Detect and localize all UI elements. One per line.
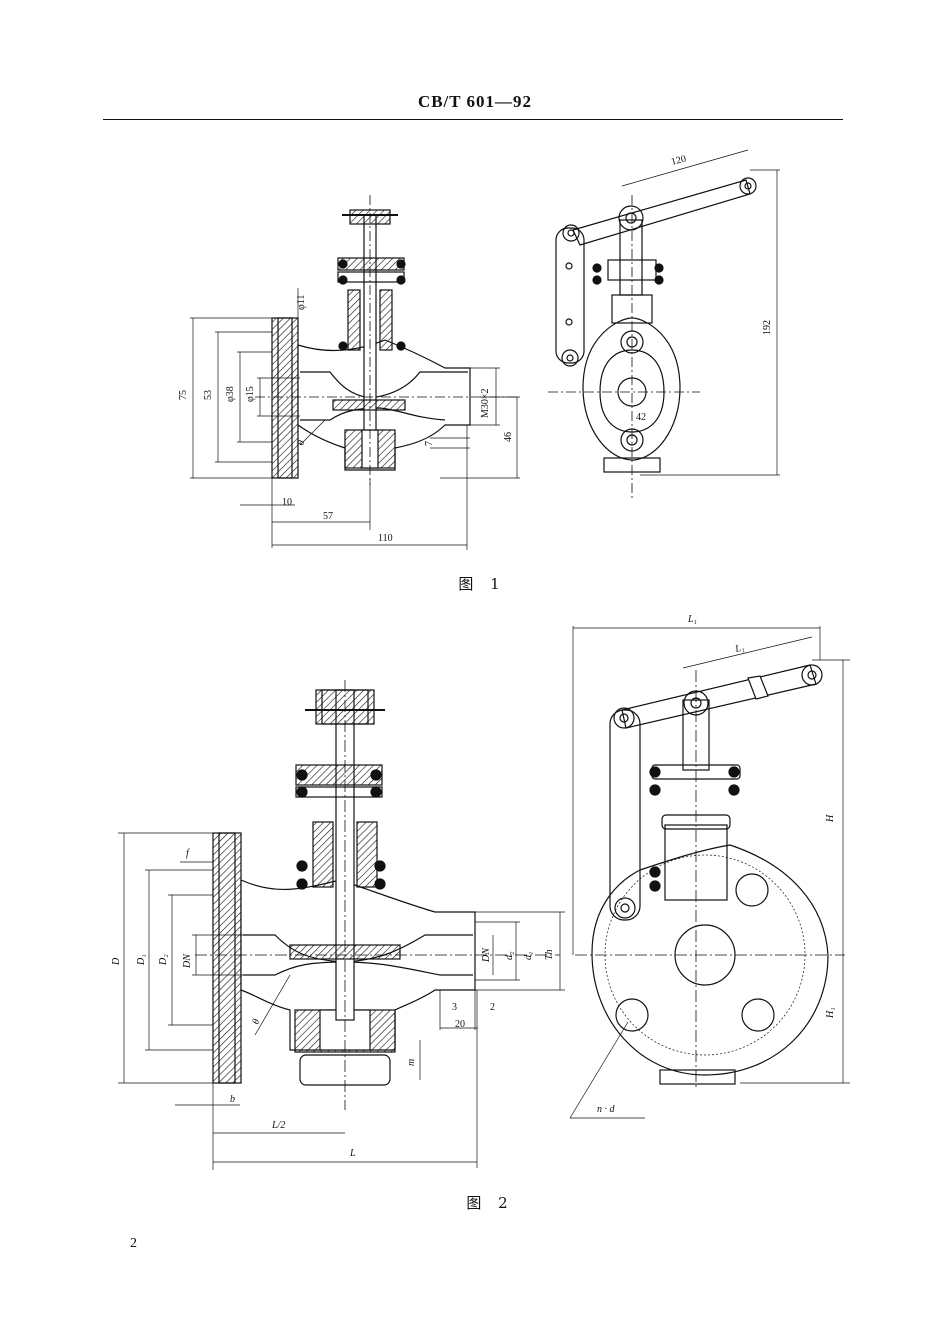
fig2-L: L [349,1148,356,1159]
fig2-dim20: 20 [455,1019,465,1030]
figure1-section-labels: φ11 75 53 φ38 φ15 M30×2 46 7 θ 10 57 110 [178,295,514,544]
fig2-L1-outer: L₁ [687,614,697,625]
fig1-dim53: 53 [203,390,214,400]
fig2-f: f [186,848,190,859]
fig2-dim3: 3 [452,1002,457,1013]
fig1-dim110: 110 [378,533,393,544]
figure2-caption: 图 2 [466,1194,514,1212]
figure1-caption: 图 1 [458,575,506,593]
fig2-Th: Th [544,949,555,960]
fig1-phi11: φ11 [296,295,307,310]
fig2-D1: D₁ [136,954,147,966]
fig2-H1: H₁ [825,1007,836,1019]
figure2-section-labels: f D D₁ D₂ DN θ b L/2 L m DN d₂ d₁ Th 3 2… [111,848,555,1159]
figure2-side-drawing [569,626,850,1119]
fig2-H: H [825,814,836,823]
fig2-d1: d₁ [523,952,534,960]
fig2-theta: θ [250,1018,262,1026]
fig1-thread: M30×2 [480,388,491,418]
fig2-b: b [230,1094,235,1105]
standard-code: CB/T 601—92 [417,92,533,111]
fig2-D2: D₂ [158,954,169,966]
fig1-dim42: 42 [636,412,646,423]
fig1-dim57: 57 [323,511,333,522]
fig2-D: D [111,957,122,966]
fig1-phi15: φ15 [245,386,256,402]
fig2-m: m [406,1059,417,1066]
fig1-dim75: 75 [178,390,189,400]
fig2-dim2: 2 [490,1002,495,1013]
fig1-dim10: 10 [282,497,292,508]
fig1-theta: θ [295,439,307,447]
figure2-side-labels: L₁ L₁ H H₁ n · d [597,614,836,1115]
fig2-L-half: L/2 [271,1120,285,1131]
fig2-L1-inner: L₁ [733,642,745,655]
figure2-section-drawing [118,680,565,1170]
fig1-dim46: 46 [503,432,514,442]
fig1-dim192: 192 [762,320,773,335]
figure1-side-drawing [548,149,780,500]
fig2-nd: n · d [597,1104,616,1115]
page-number: 2 [130,1236,137,1251]
fig1-dim7: 7 [424,441,435,446]
fig1-dim120: 120 [670,154,687,168]
fig2-DN-left: DN [182,953,193,969]
header-rule [103,119,843,120]
figure1-side-labels: 120 192 42 [636,154,773,423]
fig1-phi38: φ38 [225,386,236,402]
fig2-d2: d₂ [504,951,515,960]
fig2-DN-right: DN [481,947,492,963]
figure1-section-drawing [190,195,520,550]
